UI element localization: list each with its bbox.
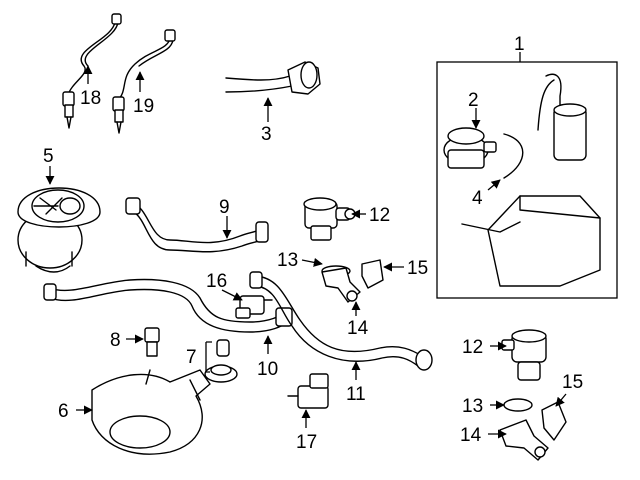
callout-12-upper: 12 xyxy=(369,205,390,226)
part-1-canister-assembly[interactable] xyxy=(461,73,601,287)
callout-18: 18 xyxy=(80,88,101,109)
callout-labels: 1 2 3 4 5 6 7 8 9 10 11 12 13 14 15 16 1… xyxy=(43,34,583,453)
part-14-pipe-upper[interactable] xyxy=(321,267,361,303)
callout-1: 1 xyxy=(514,34,525,55)
callout-14-lower: 14 xyxy=(460,425,482,446)
part-11-hose[interactable] xyxy=(249,271,433,371)
callout-12-lower: 12 xyxy=(462,337,483,358)
callout-9: 9 xyxy=(219,197,230,218)
part-12-valve-upper[interactable] xyxy=(303,197,356,241)
part-5-air-pump[interactable] xyxy=(17,187,101,273)
callout-16: 16 xyxy=(206,271,227,292)
inset-box-group-1 xyxy=(436,61,618,299)
part-7-grommets[interactable] xyxy=(204,339,238,383)
callout-3: 3 xyxy=(261,124,272,145)
part-3-hose[interactable] xyxy=(225,61,321,95)
part-4-hose[interactable] xyxy=(503,133,524,179)
part-17-solenoid[interactable] xyxy=(287,373,329,409)
callout-6: 6 xyxy=(58,401,69,422)
callout-13-lower: 13 xyxy=(462,396,483,417)
part-18-oxygen-sensor[interactable] xyxy=(62,13,122,129)
callout-14-upper: 14 xyxy=(347,318,369,339)
callout-10: 10 xyxy=(257,359,278,380)
part-8-sensor[interactable] xyxy=(144,327,160,357)
part-19-oxygen-sensor[interactable] xyxy=(112,29,176,134)
part-15-bracket-lower[interactable] xyxy=(541,401,567,441)
part-6-bracket[interactable] xyxy=(91,369,211,455)
part-13-gasket-lower[interactable] xyxy=(503,398,533,412)
callout-13-upper: 13 xyxy=(277,250,298,271)
callout-19: 19 xyxy=(133,96,154,117)
part-12-valve-lower[interactable] xyxy=(501,329,547,381)
part-15-bracket-upper[interactable] xyxy=(361,259,384,289)
part-16-valve[interactable] xyxy=(235,295,273,319)
part-2-valve[interactable] xyxy=(443,127,497,169)
part-10-hose[interactable] xyxy=(43,278,293,333)
part-14-pipe-lower[interactable] xyxy=(499,419,549,461)
part-9-hose[interactable] xyxy=(125,197,269,253)
callout-4: 4 xyxy=(472,188,483,209)
callout-11: 11 xyxy=(346,384,366,405)
callout-8: 8 xyxy=(110,330,121,351)
callout-2: 2 xyxy=(468,90,479,111)
callout-15-upper: 15 xyxy=(407,258,428,279)
callout-15-lower: 15 xyxy=(562,372,583,393)
callout-17: 17 xyxy=(296,432,317,453)
callout-5: 5 xyxy=(43,146,54,167)
callout-7: 7 xyxy=(186,347,197,368)
leader-lines xyxy=(45,52,567,439)
